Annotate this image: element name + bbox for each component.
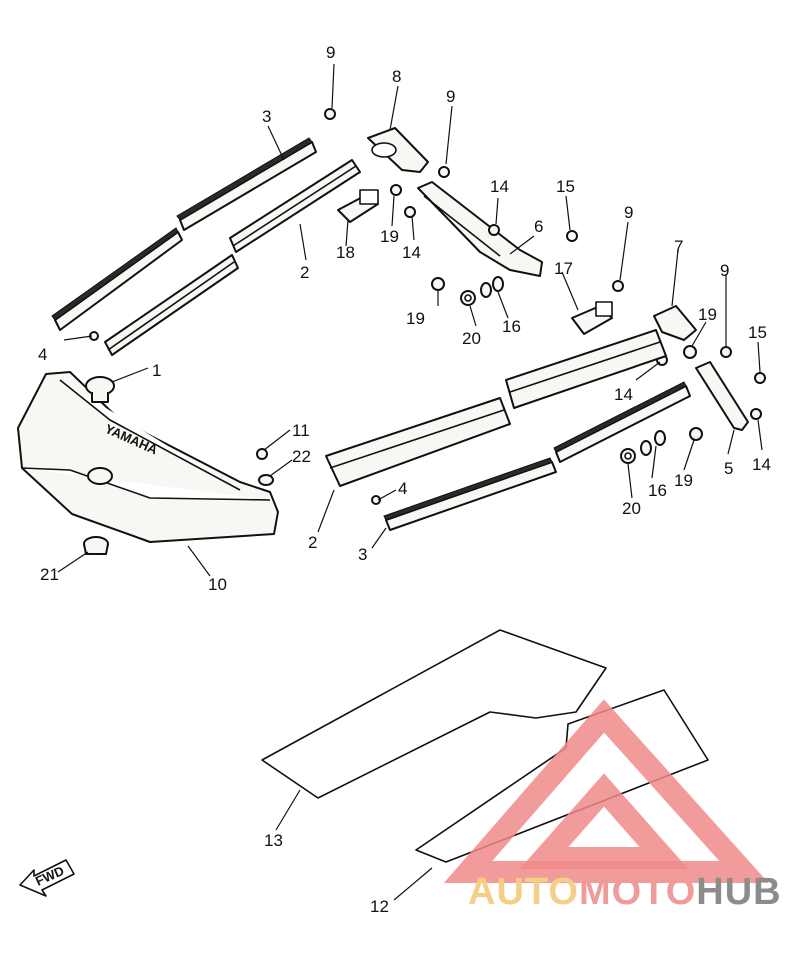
bracket-8 [367,127,429,173]
callout-10: 10 [208,575,227,594]
callout-18: 18 [336,243,355,262]
screw-11 [256,448,268,460]
washer-16-b [640,430,666,456]
callout-19: 19 [674,471,693,490]
callout-1: 1 [152,361,161,380]
svg-text:AUTOMOTOHUB: AUTOMOTOHUB [468,871,782,913]
callout-17: 17 [554,259,573,278]
bolt-15-a [566,230,578,242]
mat-13 [261,629,607,799]
callout-6: 6 [534,217,543,236]
callout-12: 12 [370,897,389,916]
callout-20: 20 [462,329,481,348]
bumper-10: YAMAHA [17,371,279,543]
watermark-triangle-icon [443,699,769,883]
automotohub-watermark: AUTOMOTOHUB [443,699,782,913]
bolt-15-b [754,372,766,384]
bolt-19-c [683,345,697,359]
callout-14: 14 [490,177,509,196]
callout-16: 16 [502,317,521,336]
rail-2-upper [104,159,361,356]
bolt-14-d [750,408,762,420]
callout-19: 19 [698,305,717,324]
bolt-9-d [720,346,732,358]
rail-3-lower [383,381,691,531]
bracket-7 [653,305,697,341]
callout-19: 19 [380,227,399,246]
bolt-14-b [488,224,500,236]
bolt-19-b [431,277,445,291]
bracket-5 [695,361,749,431]
callout-2: 2 [300,263,309,282]
callout-15: 15 [748,323,767,342]
nut-20-a [460,290,476,306]
bolt-9-b [438,166,450,178]
clip-17 [571,301,613,335]
callout-21: 21 [40,565,59,584]
watermark-hub: HUB [696,871,781,913]
callout-3: 3 [358,545,367,564]
callout-19: 19 [406,309,425,328]
fwd-arrow-icon: FWD [19,859,75,897]
bolt-14-a [404,206,416,218]
bolt-9-c [612,280,624,292]
rail-3-upper [51,137,317,331]
callout-13: 13 [264,831,283,850]
pin-4-lower [371,495,381,505]
washer-16-a [480,276,504,298]
callout-9: 9 [624,203,633,222]
bolt-9-a [324,108,336,120]
bolt-19-a [390,184,402,196]
clip-18 [337,189,379,223]
grommet-1 [85,376,115,403]
callout-4: 4 [398,479,407,498]
callout-14: 14 [752,455,771,474]
callout-9: 9 [446,87,455,106]
bracket-6 [417,181,543,277]
callout-5: 5 [724,459,733,478]
cap-21 [83,536,109,555]
rail-2-lower [325,329,667,487]
leader-lines [57,63,763,901]
callout-14: 14 [402,243,421,262]
callout-14: 14 [614,385,633,404]
callout-22: 22 [292,447,311,466]
callout-4: 4 [38,345,47,364]
callout-20: 20 [622,499,641,518]
watermark-moto: MOTO [579,871,696,913]
callout-15: 15 [556,177,575,196]
callout-9: 9 [720,261,729,280]
washer-22 [258,474,274,486]
callout-9: 9 [326,43,335,62]
callout-8: 8 [392,67,401,86]
callout-7: 7 [674,237,683,256]
bolt-19-d [689,427,703,441]
callout-2: 2 [308,533,317,552]
watermark-auto: AUTO [468,871,579,913]
nut-20-b [620,448,636,464]
callout-11: 11 [292,421,310,440]
callout-16: 16 [648,481,667,500]
callout-numbers: 9 8 9 3 14 15 9 6 19 14 18 7 17 2 9 19 1… [38,43,771,916]
callout-3: 3 [262,107,271,126]
